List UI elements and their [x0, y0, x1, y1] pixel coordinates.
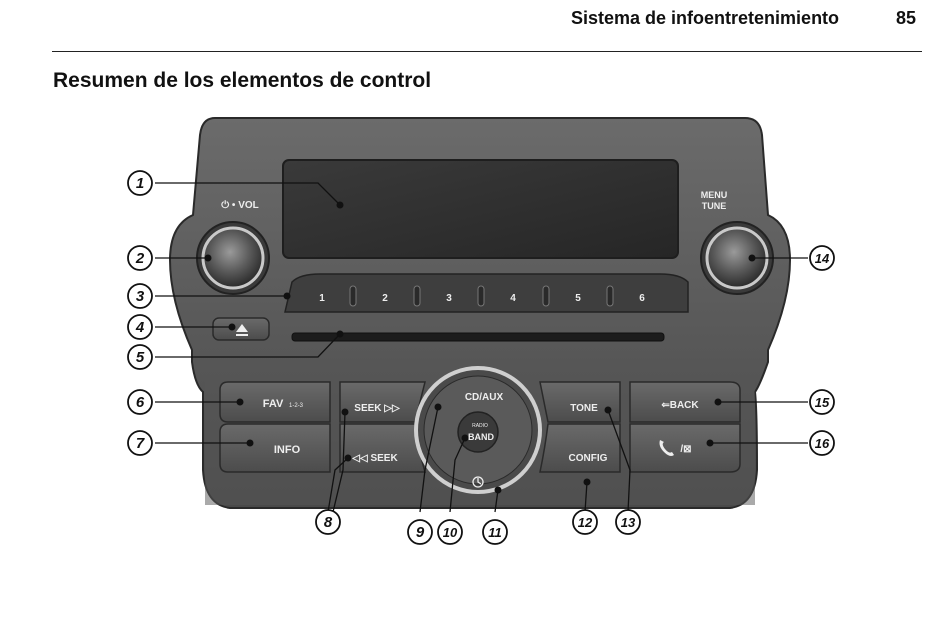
- callout-5: 5: [128, 345, 152, 369]
- callout-number: 3: [136, 288, 145, 305]
- preset-label-6: 6: [639, 293, 645, 304]
- cd-aux-label: CD/AUX: [465, 392, 504, 403]
- phone-symbol-label: /⊠: [680, 444, 691, 455]
- fav-sub-label: 1-2-3: [289, 403, 304, 409]
- callout-number: 14: [815, 251, 830, 266]
- fav-label: FAV: [263, 398, 284, 410]
- preset-label-5: 5: [575, 293, 581, 304]
- preset-label-4: 4: [510, 293, 516, 304]
- cd-slot[interactable]: [292, 333, 664, 341]
- callout-7: 7: [128, 431, 152, 455]
- radio-band-button[interactable]: RADIO BAND: [458, 412, 498, 452]
- eject-button[interactable]: [213, 318, 269, 340]
- callout-number: 6: [136, 394, 145, 411]
- phone-mute-button[interactable]: /⊠: [630, 424, 740, 472]
- menu-label: MENU: [701, 190, 728, 200]
- preset-label-3: 3: [446, 293, 452, 304]
- preset-label-1: 1: [319, 293, 325, 304]
- callout-number: 15: [815, 395, 830, 410]
- callout-3: 3: [128, 284, 152, 308]
- callout-1: 1: [128, 171, 152, 195]
- info-label: INFO: [274, 444, 301, 456]
- callout-number: 11: [488, 525, 502, 540]
- callout-number: 13: [621, 515, 636, 530]
- callout-14: 14: [810, 246, 834, 270]
- seek-forward-button[interactable]: SEEK ▷▷: [340, 382, 425, 422]
- callout-6: 6: [128, 390, 152, 414]
- callout-2: 2: [128, 246, 152, 270]
- config-button[interactable]: CONFIG: [540, 424, 620, 472]
- callout-16: 16: [810, 431, 834, 455]
- display-screen: [283, 160, 678, 258]
- callout-number: 1: [136, 175, 144, 192]
- seek-back-button[interactable]: ◁◁ SEEK: [340, 424, 425, 472]
- callout-4: 4: [128, 315, 152, 339]
- seek-forward-label: SEEK ▷▷: [354, 403, 401, 414]
- callout-number: 2: [135, 250, 145, 267]
- callout-number: 10: [443, 525, 458, 540]
- radio-label: RADIO: [472, 423, 488, 429]
- callout-12: 12: [573, 510, 597, 534]
- tune-label: TUNE: [702, 201, 727, 211]
- callout-9: 9: [408, 520, 432, 544]
- callout-number: 9: [416, 524, 425, 541]
- callout-number: 12: [578, 515, 593, 530]
- callout-number: 16: [815, 436, 830, 451]
- callout-10: 10: [438, 520, 462, 544]
- tone-label: TONE: [570, 403, 598, 414]
- back-label: ⇐BACK: [661, 400, 699, 411]
- callout-13: 13: [616, 510, 640, 534]
- callout-15: 15: [810, 390, 834, 414]
- preset-strip: [285, 274, 688, 312]
- callout-11: 11: [483, 520, 507, 544]
- callout-number: 7: [136, 435, 145, 452]
- band-label: BAND: [468, 432, 494, 442]
- callout-number: 4: [135, 319, 145, 336]
- preset-label-2: 2: [382, 293, 388, 304]
- config-label: CONFIG: [569, 453, 608, 464]
- callout-number: 8: [324, 514, 333, 531]
- tone-button[interactable]: TONE: [540, 382, 620, 422]
- info-button[interactable]: INFO: [220, 424, 330, 472]
- preset-button-1[interactable]: 1: [319, 293, 325, 304]
- power-vol-label: ⏻ • VOL: [221, 199, 259, 211]
- callout-8: 8: [316, 510, 340, 534]
- seek-back-label: ◁◁ SEEK: [351, 453, 398, 464]
- callout-number: 5: [136, 349, 145, 366]
